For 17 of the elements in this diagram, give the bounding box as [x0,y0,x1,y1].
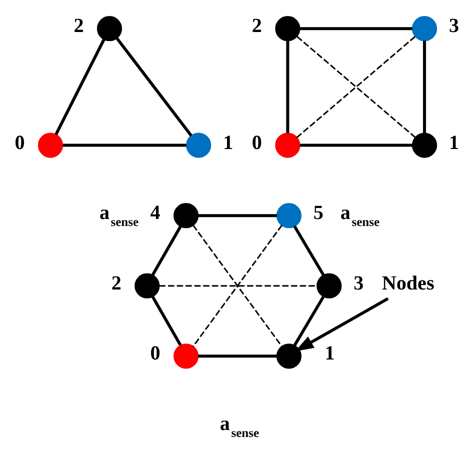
node-label: 3 [354,272,364,294]
node-label: 0 [150,342,160,364]
node-label: 4 [150,202,160,224]
node-label: 3 [448,14,460,37]
node-label: 1 [324,342,335,364]
node-label: 0 [14,131,25,154]
node-label: 2 [74,14,84,37]
node-label: 5 [313,202,324,224]
node-label: 2 [252,14,262,37]
node-label: 2 [111,272,122,294]
node-text: Nodes [382,272,434,294]
node-label: 0 [252,131,262,154]
label: a$_{sense}$ [340,202,380,229]
label: a$_{sense}$ [99,202,139,229]
node-label: 1 [223,131,234,154]
node-label: 1 [448,131,460,154]
label: a$_{sense}$ [220,412,260,440]
